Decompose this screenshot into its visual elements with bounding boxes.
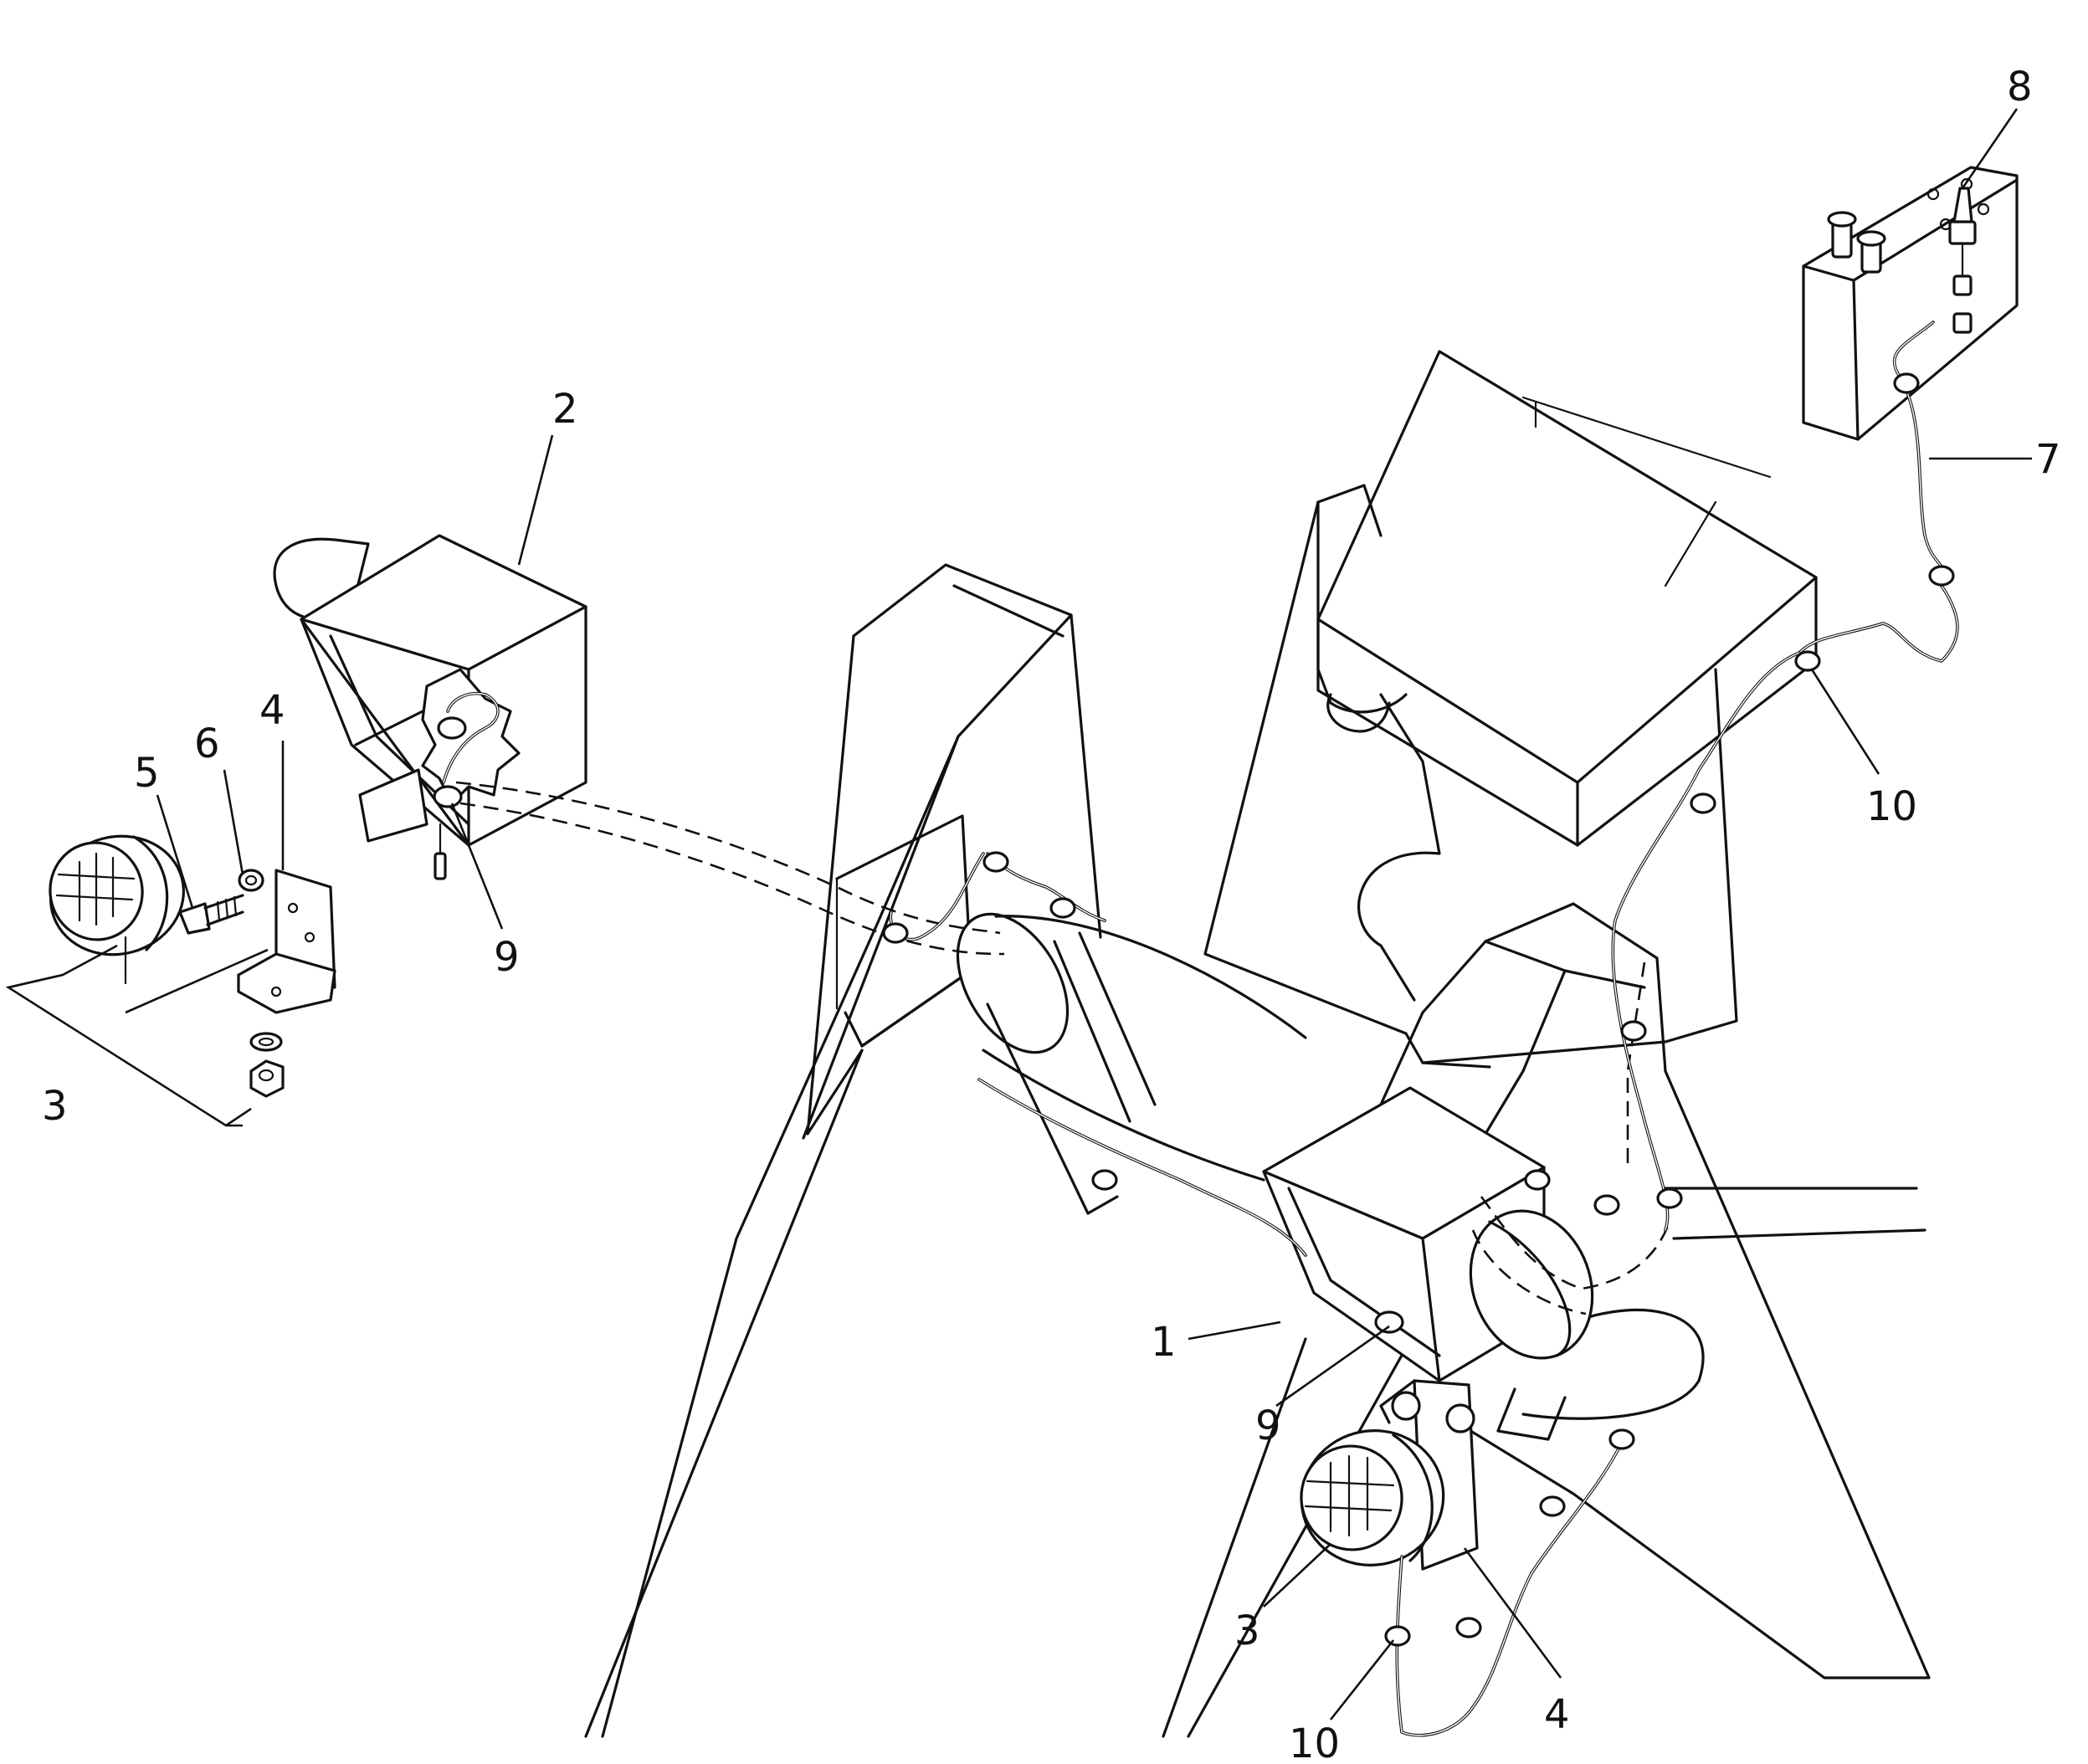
nut-icon	[249, 1059, 285, 1098]
callout-7: 7	[2035, 436, 2061, 483]
callout-3-right: 3	[1234, 1608, 1260, 1654]
callout-9-left: 9	[494, 934, 520, 981]
cab-housing	[1203, 350, 1818, 1069]
work-lamp-left-icon	[49, 834, 185, 985]
washer-icon	[238, 869, 264, 892]
lamp-housing-left	[273, 534, 587, 880]
lock-washer-icon	[249, 1032, 283, 1052]
harness-clamps	[433, 372, 1955, 1647]
callout-labels: 8 7 2 4 6 5 9 3 10 1 9 3 4 10	[42, 64, 2061, 1764]
wiring-harness	[442, 320, 1959, 1737]
work-lamp-right-icon	[1300, 1429, 1445, 1567]
callout-10-upper: 10	[1866, 783, 1917, 830]
callout-4-left: 4	[259, 687, 285, 734]
callout-6: 6	[194, 720, 220, 767]
hidden-harness	[455, 781, 1671, 1315]
callout-8: 8	[2007, 64, 2033, 110]
callout-9-right: 9	[1255, 1402, 1281, 1449]
left-arm-plate	[584, 563, 1102, 1738]
lamp-bracket-left	[237, 869, 336, 1014]
lamp-housing-right	[1262, 1086, 1594, 1382]
callout-1: 1	[1151, 1319, 1177, 1366]
toggle-switch-icon	[1948, 187, 1977, 334]
leader-lines	[5, 108, 2032, 1720]
callout-4-right: 4	[1544, 1691, 1570, 1738]
callout-3-left: 3	[42, 1083, 68, 1130]
boom-cylinder	[956, 912, 1307, 1215]
callout-5: 5	[134, 750, 160, 797]
bolt-icon	[178, 894, 244, 935]
callout-10-lower: 10	[1289, 1720, 1340, 1764]
callout-2: 2	[552, 386, 578, 433]
